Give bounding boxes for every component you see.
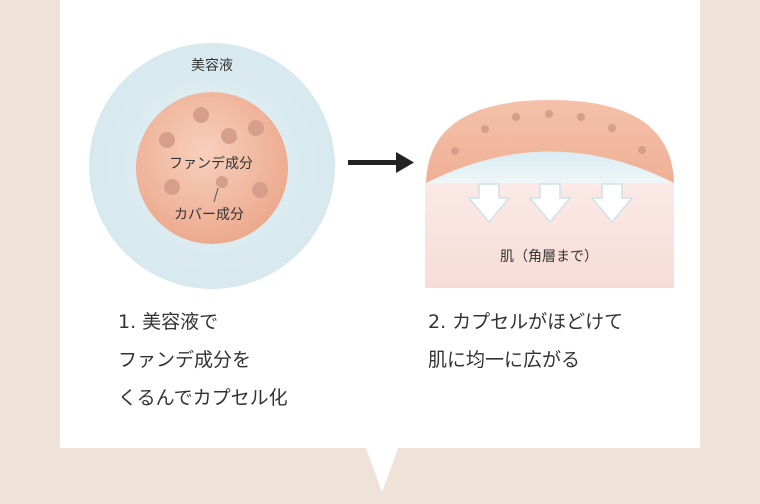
step1-caption: 1. 美容液で ファンデ成分を くるんでカプセル化 <box>118 303 288 417</box>
foundation-label: ファンデ成分 <box>169 155 253 172</box>
particle <box>577 113 585 121</box>
particle <box>193 107 209 123</box>
particle <box>481 125 489 133</box>
down-arrow-icon <box>590 183 634 224</box>
speech-bubble-tail <box>366 448 398 492</box>
caption-line: くるんでカプセル化 <box>118 387 288 409</box>
particle <box>216 176 228 188</box>
particle <box>545 110 553 118</box>
particle <box>451 147 459 155</box>
down-arrow-icon <box>467 183 511 224</box>
dome-particles <box>451 110 646 155</box>
caption-line: ファンデ成分を <box>118 349 252 371</box>
capsule-illustration: 美容液 ファンデ成分 カバー成分 <box>89 43 335 289</box>
skin-label: 肌（角層まで） <box>500 249 598 265</box>
particle <box>221 128 237 144</box>
particle <box>164 179 180 195</box>
cover-label: カバー成分 <box>174 207 244 223</box>
spreading-illustration: 肌（角層まで） <box>425 100 674 288</box>
particle <box>252 182 268 198</box>
serum-label: 美容液 <box>191 57 233 74</box>
cover-particles <box>159 107 268 198</box>
serum-layer <box>426 151 674 183</box>
caption-line: 1. 美容液で <box>118 311 219 333</box>
particle <box>248 120 264 136</box>
down-arrows <box>467 183 634 224</box>
particle <box>638 146 646 154</box>
step2-caption: 2. カプセルがほどけて 肌に均一に広がる <box>428 303 623 379</box>
particle <box>159 132 175 148</box>
particle <box>512 113 520 121</box>
particle <box>608 124 616 132</box>
caption-line: 肌に均一に広がる <box>428 349 581 371</box>
leader-line <box>213 187 219 203</box>
right-arrow-icon <box>348 152 414 173</box>
down-arrow-icon <box>528 183 572 224</box>
caption-line: 2. カプセルがほどけて <box>428 311 624 333</box>
